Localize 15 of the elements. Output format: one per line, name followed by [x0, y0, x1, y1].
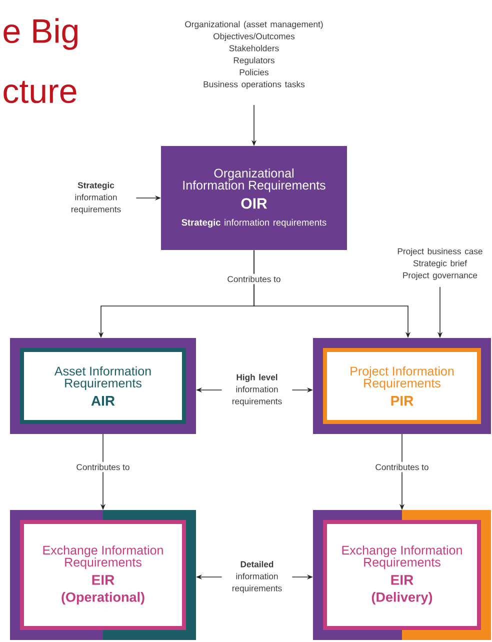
edge-label: Contributes to [373, 462, 431, 472]
requirements-box: Exchange Information Requirements EIR (Operational) [10, 510, 196, 640]
requirements-box: Exchange Information Requirements EIR (Delivery) [313, 510, 491, 640]
requirements-box: Project Information Requirements PIR [313, 338, 491, 434]
title-text: e Big [4, 18, 78, 50]
edge-label: Contributes to [74, 462, 132, 472]
title-text: cture [4, 80, 76, 104]
input-text: Strategic information requirements [71, 182, 121, 214]
requirements-box: Asset Information Requirements AIR [10, 338, 196, 434]
edge-label: Contributes to [225, 274, 283, 284]
edge-text: Detailed information requirements [232, 561, 282, 593]
input-list: Project business case Strategic brief Project governance [398, 248, 482, 280]
process-box: Organizational Information Requirements OIR Strategic information requirements [161, 146, 347, 250]
input-list: Organizational (asset management) Objectives/Outcomes Stakeholders Regulators Policies Business operations tasks [185, 21, 323, 90]
edge-text: High level information requirements [232, 374, 282, 406]
